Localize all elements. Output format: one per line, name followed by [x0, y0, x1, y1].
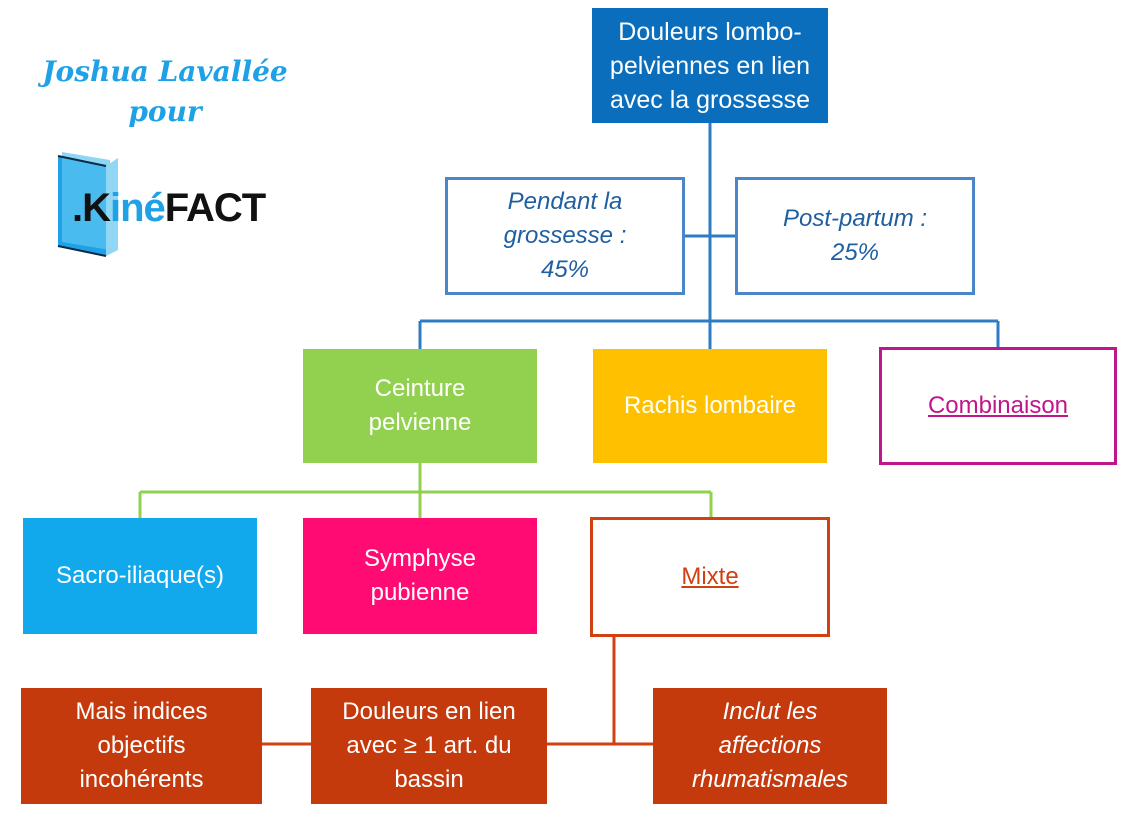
logo-text-part-3: FACT [164, 186, 266, 230]
author-credit: Joshua Lavallée pour [42, 55, 288, 128]
node-mixed[interactable]: Mixte [590, 517, 830, 637]
node-sacroiliac: Sacro-iliaque(s) [23, 518, 257, 634]
node-incoherent-signs: Mais indices objectifs incohérents [21, 688, 262, 804]
logo-text-part-2: iné [110, 186, 166, 230]
node-rheumatic-conditions: Inclut les affections rhumatismales [653, 688, 887, 804]
kinefact-logo: .KinéFACT [72, 186, 266, 231]
node-postpartum-prevalence: Post-partum : 25% [735, 177, 975, 295]
node-pregnancy-prevalence: Pendant la grossesse : 45% [445, 177, 685, 295]
book-logo-icon [57, 152, 118, 257]
node-root: Douleurs lombo- pelviennes en lien avec … [592, 8, 828, 123]
node-combination[interactable]: Combinaison [879, 347, 1117, 465]
node-lumbar-spine: Rachis lombaire [593, 349, 827, 463]
node-symphysis: Symphyse pubienne [303, 518, 537, 634]
node-pelvic-girdle: Ceinture pelvienne [303, 349, 537, 463]
logo-text-part-1: .K [72, 186, 111, 230]
node-pelvic-joint-pain: Douleurs en lien avec ≥ 1 art. du bassin [311, 688, 547, 804]
